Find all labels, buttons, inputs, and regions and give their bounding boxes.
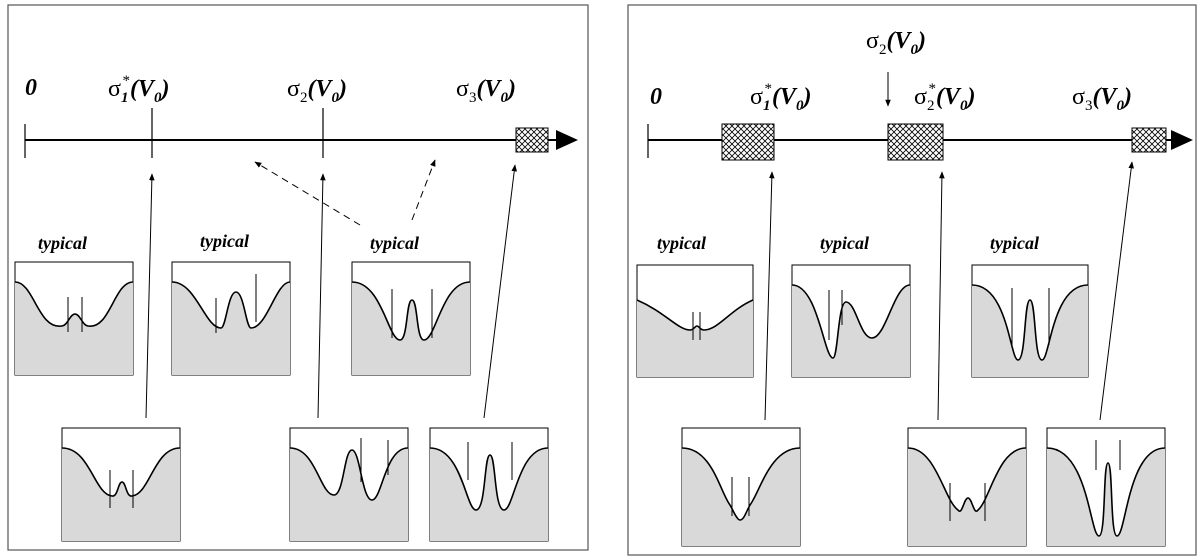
left-dashed-arrow-1 (254, 161, 361, 226)
left-typical-label-2: typical (200, 231, 249, 251)
right-upper-box-3 (971, 264, 1089, 378)
right-arrow-to-sigma2-star (937, 171, 945, 421)
right-upper-box-2 (791, 264, 911, 378)
left-upper-box-2 (171, 261, 291, 376)
left-label-sigma2: σ2(V0) (287, 76, 347, 106)
right-lower-box-2 (907, 427, 1027, 547)
left-label-zero: 0 (25, 75, 37, 101)
right-hatched-region-2 (887, 123, 944, 161)
right-axis-arrowhead (1171, 130, 1193, 150)
right-lower-box-1 (681, 427, 801, 547)
right-typical-label-1: typical (657, 233, 706, 253)
left-arrow-to-sigma1-star (145, 173, 155, 419)
right-arrow-to-sigma3 (1099, 161, 1135, 421)
left-arrow-to-sigma2 (317, 173, 326, 419)
right-panel: 0 σ1*(V0) σ2(V0) σ2*(V0) σ3(V0) typical … (627, 4, 1197, 556)
left-typical-label-3: typical (370, 233, 419, 253)
left-panel: 0 σ1*(V0) σ2(V0) σ3(V0) typical typical … (7, 4, 589, 551)
left-label-sigma1-star: σ1*(V0) (108, 73, 169, 106)
left-upper-box-3 (351, 261, 471, 376)
left-label-sigma3: σ3(V0) (456, 76, 516, 106)
left-axis-arrowhead (556, 130, 578, 150)
right-arrow-to-sigma1-star (764, 171, 775, 421)
left-dashed-arrow-2 (411, 159, 436, 221)
right-typical-label-3: typical (990, 233, 1039, 253)
right-typical-label-2: typical (820, 233, 869, 253)
right-upper-box-1 (636, 264, 754, 378)
left-lower-box-1 (61, 427, 181, 542)
right-hatched-region-1 (721, 123, 775, 161)
right-label-zero: 0 (650, 84, 662, 110)
right-label-sigma3: σ3(V0) (1072, 84, 1132, 114)
right-hatched-region-3 (1131, 127, 1167, 153)
left-upper-box-1 (14, 261, 134, 376)
right-lower-box-3 (1046, 427, 1166, 547)
left-lower-box-3 (429, 427, 549, 542)
right-label-sigma2-top: σ2(V0) (866, 28, 926, 58)
left-hatched-region (515, 127, 549, 153)
left-lower-box-2 (289, 427, 409, 542)
right-label-sigma2-star: σ2*(V0) (914, 81, 975, 114)
right-label-sigma1-star: σ1*(V0) (750, 81, 811, 114)
left-typical-label-1: typical (38, 233, 87, 253)
left-arrow-to-sigma3 (483, 164, 518, 419)
